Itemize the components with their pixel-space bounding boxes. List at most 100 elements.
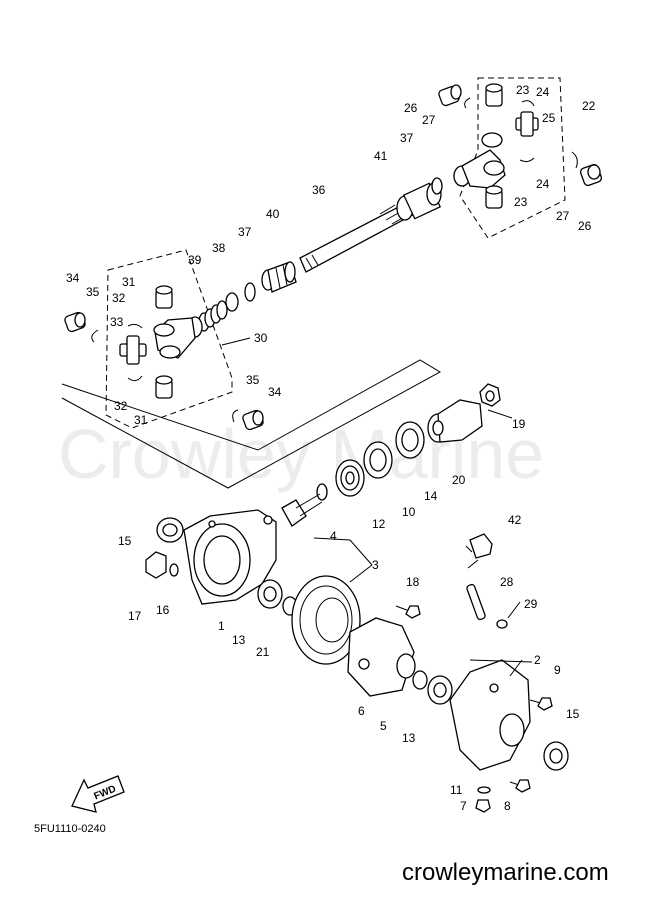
clip-32-top <box>127 323 143 329</box>
callout-31-bottom: 31 <box>134 413 148 427</box>
washer-38 <box>225 292 239 312</box>
yoke-upper <box>453 132 506 189</box>
bearing-13-left <box>257 579 283 609</box>
callout-13-right: 13 <box>402 731 416 745</box>
callout-29: 29 <box>524 597 538 611</box>
cap-34-right <box>242 409 264 431</box>
callout-26-left: 26 <box>404 101 418 115</box>
callout-31-top: 31 <box>122 275 136 289</box>
clip-27-upper-right <box>571 151 578 169</box>
gasket-16 <box>169 563 179 577</box>
callout-37-upper: 37 <box>400 131 414 145</box>
gear-case-cover-2 <box>449 659 531 771</box>
shaft-sleeve <box>396 182 442 221</box>
oil-seal-15-right <box>543 741 569 771</box>
callout-18: 18 <box>406 575 420 589</box>
washer-11 <box>477 786 491 794</box>
callout-1: 1 <box>218 619 225 633</box>
callout-20: 20 <box>452 473 466 487</box>
callout-39: 39 <box>188 253 202 267</box>
callout-15-left: 15 <box>118 534 132 548</box>
cap-26-upper-left <box>438 84 462 107</box>
callout-19: 19 <box>512 417 526 431</box>
coupling-gear-20 <box>427 399 483 443</box>
bearing-12 <box>335 459 365 497</box>
o-ring-29 <box>496 619 508 629</box>
leader-lines <box>221 337 533 677</box>
callout-27-right: 27 <box>556 209 570 223</box>
callout-5: 5 <box>380 719 387 733</box>
universal-joint-group-box-lower <box>105 249 233 429</box>
bearing-cap-upper-top <box>485 83 503 107</box>
callout-13-left: 13 <box>232 633 246 647</box>
callout-3: 3 <box>372 558 379 572</box>
washer-4 <box>316 483 328 501</box>
pinion-gear <box>281 493 323 527</box>
clip-32-bottom <box>127 375 143 382</box>
callout-37-lower: 37 <box>238 225 252 239</box>
callout-34-left: 34 <box>66 271 80 285</box>
cap-34-left <box>64 311 86 333</box>
pin-28 <box>466 583 486 621</box>
bolt-18 <box>395 605 421 619</box>
callout-27-left: 27 <box>422 113 436 127</box>
nut-19 <box>479 383 501 407</box>
clip-35-left <box>91 329 99 343</box>
callout-28: 28 <box>500 575 514 589</box>
callout-32-bottom: 32 <box>114 399 128 413</box>
callout-labels: 1 2 3 4 5 6 7 8 9 10 11 12 13 13 14 15 1… <box>66 83 596 813</box>
callout-33: 33 <box>110 315 124 329</box>
callout-16: 16 <box>156 603 170 617</box>
callout-24-bottom: 24 <box>536 177 550 191</box>
shim-5 <box>412 670 428 690</box>
cap-26-upper-right <box>579 163 603 187</box>
callout-26-right: 26 <box>578 219 592 233</box>
bearing-13-right <box>427 675 453 705</box>
callout-21: 21 <box>256 645 270 659</box>
oil-seal-15-left <box>156 517 184 543</box>
callout-11: 11 <box>450 783 463 797</box>
bearing-cap-lower-top <box>155 285 173 309</box>
callout-35-left: 35 <box>86 285 100 299</box>
clip-27-upper-left <box>464 97 471 109</box>
callout-23-top: 23 <box>516 83 530 97</box>
gear-case-housing-1 <box>183 509 277 605</box>
circlip-upper <box>431 177 443 195</box>
bolt-7 <box>475 799 491 813</box>
callout-10: 10 <box>402 505 416 519</box>
clamp-42 <box>465 533 493 559</box>
callout-15-right: 15 <box>566 707 580 721</box>
callout-36: 36 <box>312 183 326 197</box>
clip-24-top <box>521 100 535 107</box>
clip-35-right <box>232 409 239 423</box>
callout-32-top: 32 <box>112 291 126 305</box>
callout-4: 4 <box>330 529 337 543</box>
callout-42: 42 <box>508 513 522 527</box>
callout-9: 9 <box>554 663 561 677</box>
differential-6 <box>347 617 416 697</box>
callout-17: 17 <box>128 609 142 623</box>
callout-30: 30 <box>254 331 268 345</box>
bolt-9 <box>529 697 553 711</box>
shaft-assembly-outline <box>61 359 442 489</box>
callout-34-right: 34 <box>268 385 282 399</box>
callout-24-top: 24 <box>536 85 550 99</box>
spider-lower <box>119 335 147 365</box>
callout-12: 12 <box>372 517 386 531</box>
circlip-lower <box>244 282 256 302</box>
callout-35-right: 35 <box>246 373 260 387</box>
oil-seal-10 <box>363 441 393 479</box>
yoke-lower <box>153 316 203 359</box>
universal-joint-group-box-upper <box>459 77 566 239</box>
ring-gear <box>291 575 361 665</box>
bearing-cap-lower-bottom <box>155 375 173 399</box>
callout-25: 25 <box>542 111 556 125</box>
callout-40: 40 <box>266 207 280 221</box>
callout-2: 2 <box>534 653 541 667</box>
oil-seal-14 <box>395 421 425 459</box>
drain-plug-17 <box>145 551 167 579</box>
rubber-boot <box>261 261 297 293</box>
bearing-cap-upper-bottom <box>485 185 503 209</box>
spider-upper <box>515 111 539 137</box>
